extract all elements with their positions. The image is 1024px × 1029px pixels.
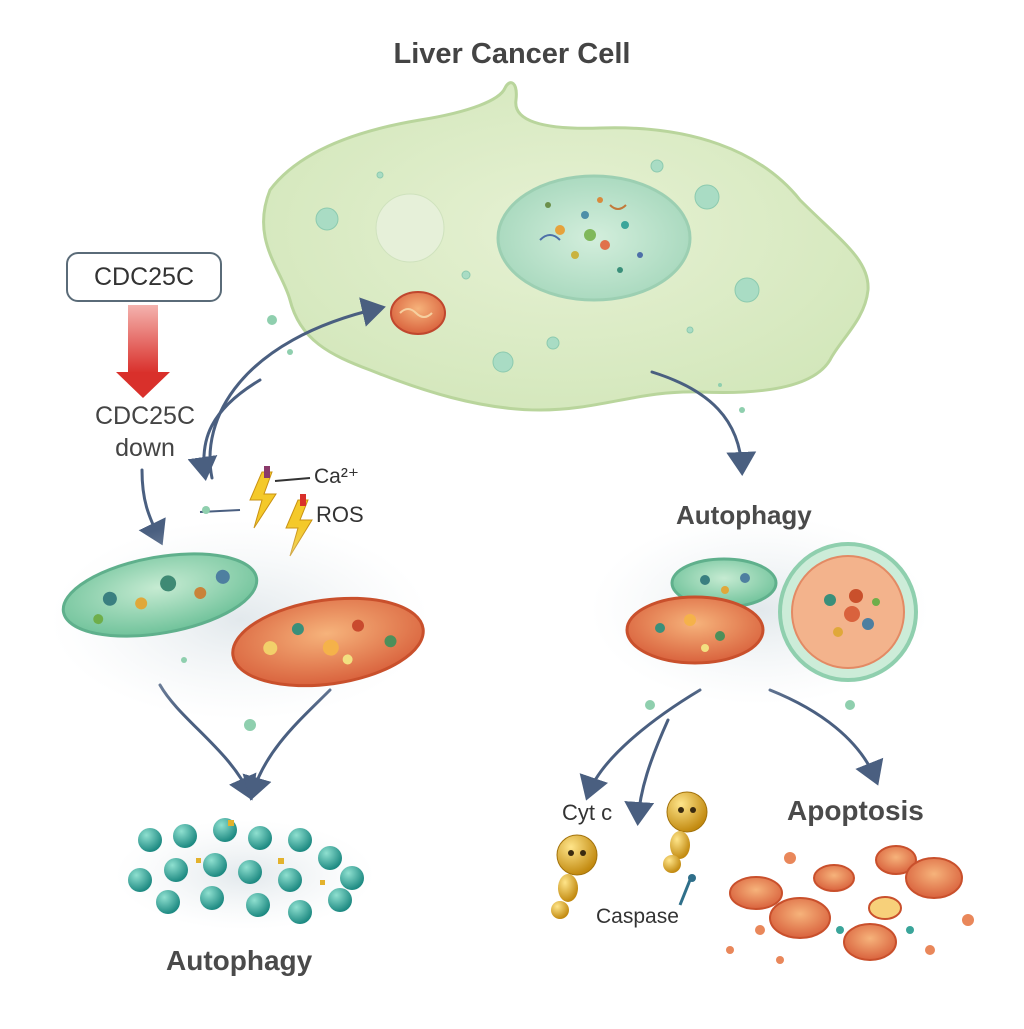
cdc25c-down-line2: down	[115, 434, 175, 462]
nucleus-contents	[539, 197, 643, 273]
arrow-to-caspase	[624, 718, 670, 826]
arrow-from-cell	[187, 378, 262, 481]
arrow-to-autophagy	[650, 370, 757, 476]
cytc-label: Cyt c	[562, 800, 613, 825]
caspase-label: Caspase	[596, 905, 679, 928]
right-orange-mitochondrion	[625, 595, 765, 665]
ros-label: ROS	[316, 502, 364, 527]
calcium-label: Ca²⁺	[314, 465, 359, 488]
page-title: Liver Cancer Cell	[393, 38, 631, 70]
cytc-protein-icon	[551, 834, 598, 919]
vesicle-debris	[196, 820, 325, 885]
apoptotic-bodies	[726, 845, 974, 964]
vacuole	[375, 193, 445, 263]
cell-bubbles	[315, 159, 760, 373]
cdc25c-down-line1: CDC25C	[94, 402, 196, 430]
left-orange-mitochondrion	[231, 596, 425, 688]
left-green-mitochondrion	[61, 552, 259, 638]
cdc25c-down-label: CDC25C down	[60, 400, 230, 464]
calcium-connector	[274, 477, 311, 482]
cdc25c-down-arrow	[116, 305, 170, 398]
arrow-to-cell	[208, 297, 386, 480]
autophagosome	[778, 542, 918, 682]
autophagy-bottom-label: Autophagy	[166, 945, 313, 976]
arrow-to-cytc	[579, 688, 702, 801]
caspase-pointer	[678, 879, 692, 906]
autophagy-right-label: Autophagy	[676, 500, 812, 530]
cdc25c-box: CDC25C	[66, 252, 222, 302]
arrow-to-mitochondria	[138, 468, 166, 546]
cell-mitochondrion	[390, 291, 446, 335]
apoptosis-label: Apoptosis	[787, 795, 924, 826]
autophagy-vesicles	[128, 818, 364, 924]
cdc25c-box-label: CDC25C	[93, 262, 195, 291]
caspase-protein-icon	[663, 791, 708, 873]
scattered-specks	[181, 315, 855, 731]
